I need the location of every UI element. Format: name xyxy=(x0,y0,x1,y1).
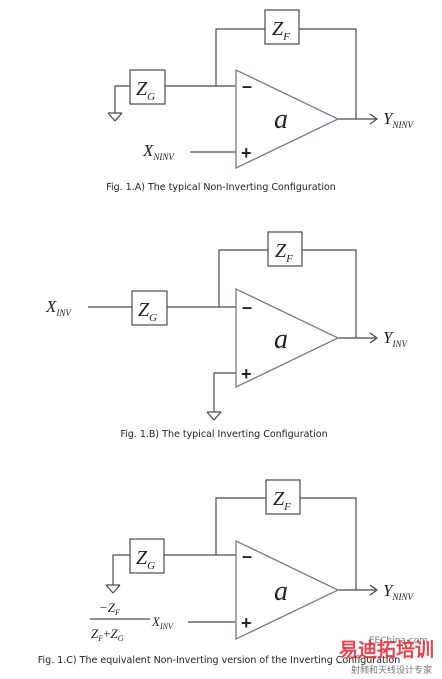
zg-label: Z xyxy=(136,547,148,569)
noninverting-input-sign: + xyxy=(241,364,252,384)
svg-text:ZG: ZG xyxy=(136,547,155,572)
input-symbol: X xyxy=(142,141,154,160)
watermark: EEChina.com 易迪拓培训 射频和天线设计专家 xyxy=(339,636,434,676)
output-label: YINV xyxy=(383,328,408,349)
output-subscript: NINV xyxy=(391,592,414,602)
svg-text:ZG: ZG xyxy=(138,299,157,324)
figure-c-wires xyxy=(112,497,377,623)
ground-icon xyxy=(105,584,121,594)
figure-a: ZF ZG a – + XNINV YNINV Fig. 1.A) The ty… xyxy=(106,9,414,193)
zg-label: Z xyxy=(136,78,148,100)
output-arrow-icon xyxy=(369,113,379,125)
fraction-denominator: ZF+ZG xyxy=(91,626,124,643)
zf-label: Z xyxy=(272,18,284,40)
ground-icon xyxy=(107,112,123,122)
svg-text:ZF: ZF xyxy=(275,240,293,265)
input-label: XINV xyxy=(45,297,72,318)
output-label: YNINV xyxy=(383,581,414,602)
op-amp-triangle xyxy=(235,68,340,170)
zf-subscript: F xyxy=(285,253,293,265)
zg-label: Z xyxy=(138,299,150,321)
svg-text:ZF: ZF xyxy=(273,488,291,513)
figure-c-caption: Fig. 1.C) The equivalent Non-Inverting v… xyxy=(38,655,400,666)
input-symbol: X xyxy=(151,614,161,629)
input-symbol: X xyxy=(45,297,57,316)
zf-subscript: F xyxy=(282,31,290,43)
figure-a-wires xyxy=(114,28,377,153)
zg-impedance-box: ZG xyxy=(129,538,165,574)
fraction-numerator: −ZF xyxy=(99,600,120,617)
watermark-tagline: 射频和天线设计专家 xyxy=(351,664,432,676)
op-amp-triangle xyxy=(235,287,340,389)
inverting-input-sign: – xyxy=(242,546,252,566)
figure-c: ZF ZG a – + −ZF ZF+ZG XINV YNINV Fig. 1.… xyxy=(38,479,414,666)
amp-gain-label: a xyxy=(274,324,288,355)
zg-impedance-box: ZG xyxy=(131,290,168,326)
ground-icon xyxy=(206,411,222,421)
input-subscript: INV xyxy=(159,622,174,631)
zg-subscript: G xyxy=(147,560,155,572)
inverting-input-sign: – xyxy=(242,76,252,96)
zf-label: Z xyxy=(273,488,285,510)
output-symbol: Y xyxy=(383,109,394,128)
zf-impedance-box: ZF xyxy=(267,231,303,267)
numerator-symbol: Z xyxy=(108,600,116,615)
output-arrow-icon xyxy=(369,332,379,344)
zg-subscript: G xyxy=(147,91,155,103)
figure-b-caption: Fig. 1.B) The typical Inverting Configur… xyxy=(120,429,327,440)
input-subscript: NINV xyxy=(152,152,175,162)
figure-a-caption: Fig. 1.A) The typical Non-Inverting Conf… xyxy=(106,182,336,193)
watermark-brand: 易迪拓培训 xyxy=(339,638,434,661)
noninverting-input-sign: + xyxy=(241,143,252,163)
output-subscript: NINV xyxy=(391,120,414,130)
input-label: XINV xyxy=(151,614,174,631)
zf-impedance-box: ZF xyxy=(265,479,301,515)
figure-b-wires xyxy=(88,249,377,412)
watermark-site: EEChina.com xyxy=(369,636,428,646)
zg-subscript: G xyxy=(149,312,157,324)
amp-gain-label: a xyxy=(274,104,288,135)
output-subscript: INV xyxy=(391,339,408,349)
denominator-b-subscript: G xyxy=(118,634,124,643)
output-label: YNINV xyxy=(383,109,414,130)
svg-text:ZF: ZF xyxy=(272,18,290,43)
zg-impedance-box: ZG xyxy=(129,69,166,105)
zf-label: Z xyxy=(275,240,287,262)
noninverting-input-sign: + xyxy=(241,613,252,633)
svg-text:ZG: ZG xyxy=(136,78,155,103)
zf-subscript: F xyxy=(283,501,291,513)
output-symbol: Y xyxy=(383,328,394,347)
denominator-a-symbol: Z xyxy=(91,626,99,641)
inverting-input-sign: – xyxy=(242,297,252,317)
denominator-plus: + xyxy=(103,626,110,641)
figure-b: ZF ZG a – + XINV YINV Fig. 1.B) The typi… xyxy=(45,231,408,440)
denominator-b-symbol: Z xyxy=(110,626,118,641)
numerator-subscript: F xyxy=(114,608,120,617)
input-subscript: INV xyxy=(55,308,72,318)
amp-gain-label: a xyxy=(274,576,288,607)
op-amp-triangle xyxy=(235,539,340,641)
zf-impedance-box: ZF xyxy=(264,9,300,45)
numerator-sign: − xyxy=(99,600,108,615)
input-label: XNINV xyxy=(142,141,175,162)
denominator-a-subscript: F xyxy=(97,634,103,643)
output-symbol: Y xyxy=(383,581,394,600)
gain-fraction: −ZF ZF+ZG xyxy=(90,600,150,643)
output-arrow-icon xyxy=(369,584,379,596)
